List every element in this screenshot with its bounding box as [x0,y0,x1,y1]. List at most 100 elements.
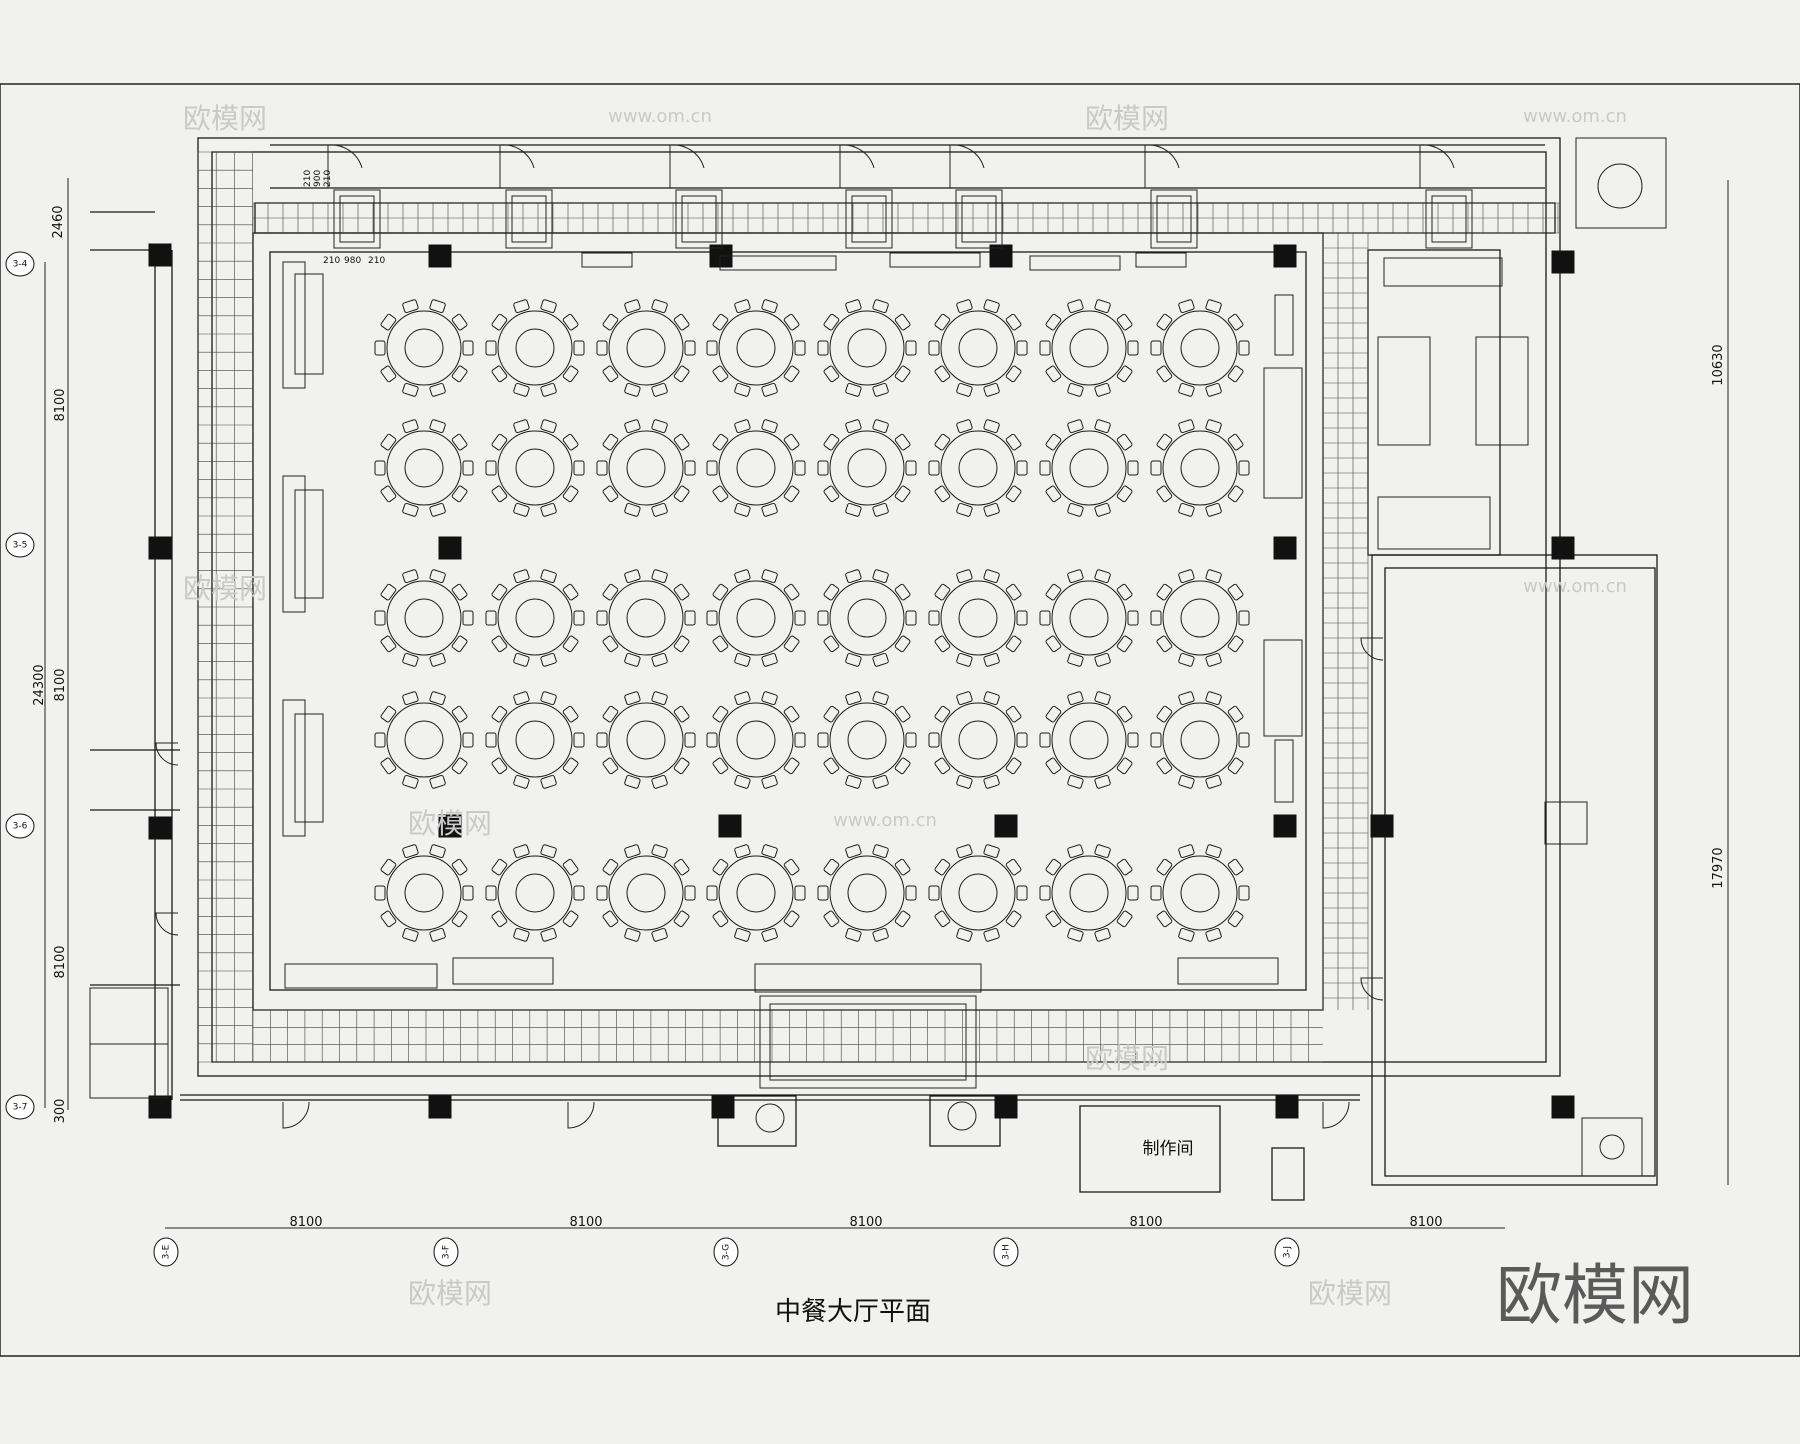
chair [540,419,557,434]
round-table [1039,419,1139,517]
chair [783,635,800,653]
chair [956,569,973,584]
chair [794,340,806,356]
column [1370,814,1394,838]
chair [596,340,608,356]
chair [602,910,619,928]
chair [1238,610,1250,626]
round-table [596,299,696,397]
chair [712,705,729,723]
chair [491,313,508,331]
chair [761,382,778,397]
watermark-url: www.om.cn [833,810,937,831]
round-table [706,419,806,517]
chair [761,844,778,859]
chair [462,610,474,626]
chair [934,365,951,383]
structural-columns [148,243,1575,1119]
chair [1116,757,1133,775]
chair [540,774,557,789]
round-table [374,691,474,789]
chair [380,365,397,383]
chair [540,691,557,706]
chair [894,910,911,928]
chair [673,757,690,775]
chair [1094,569,1111,584]
chair [823,365,840,383]
chair [823,705,840,723]
chair [734,419,751,434]
chair [651,502,668,517]
chair [624,774,641,789]
chair [624,569,641,584]
chair [602,858,619,876]
chair [596,885,608,901]
chair [761,419,778,434]
chair [651,691,668,706]
door-swing [1360,637,1384,661]
floor-tile-grid [197,151,1560,1063]
chair [491,858,508,876]
chair [562,583,579,601]
door-swing [155,912,179,936]
column [438,814,462,838]
chair [1238,885,1250,901]
chair [562,433,579,451]
chair [513,774,530,789]
chair [451,433,468,451]
chair [402,691,419,706]
chair [562,365,579,383]
round-table [485,299,585,397]
chair [1005,583,1022,601]
chair [956,652,973,667]
chair [783,583,800,601]
chair [845,502,862,517]
chair [894,433,911,451]
chair [934,485,951,503]
axis-left-4: 3-7 [13,1103,28,1113]
chair [462,885,474,901]
axis-left-1: 3-4 [13,260,28,270]
round-table [1150,299,1250,397]
doorway-frame [1425,189,1473,249]
chair [1094,382,1111,397]
chair [1067,652,1084,667]
chair [624,502,641,517]
chair [429,844,446,859]
wine-cabinet [1263,367,1303,499]
chair [1067,419,1084,434]
chair [1127,340,1139,356]
chair [684,885,696,901]
round-table [817,569,917,667]
chair [451,313,468,331]
chair [1156,635,1173,653]
dim-left-3: 24300 [32,664,47,705]
door-swing [1144,144,1180,188]
chair [928,610,940,626]
chair [761,299,778,314]
axis-left-2: 3-5 [13,541,28,551]
chair [402,502,419,517]
chair [624,382,641,397]
chair [513,844,530,859]
chair [817,885,829,901]
chair [794,885,806,901]
dimension-lines [44,178,1729,1229]
chair [374,732,386,748]
building-structure [90,137,1658,1201]
dim-small-2: 900 [313,170,323,187]
dim-small-4: 210 [323,256,340,266]
dim-left-1: 2460 [51,205,66,238]
round-table [485,419,585,517]
chair [491,583,508,601]
watermark-brand: 欧模网 [183,572,267,605]
chair [402,419,419,434]
chair [1150,732,1162,748]
chair [712,485,729,503]
chair [374,610,386,626]
chair [380,583,397,601]
console-table [452,957,554,985]
chair [934,757,951,775]
chair [928,460,940,476]
